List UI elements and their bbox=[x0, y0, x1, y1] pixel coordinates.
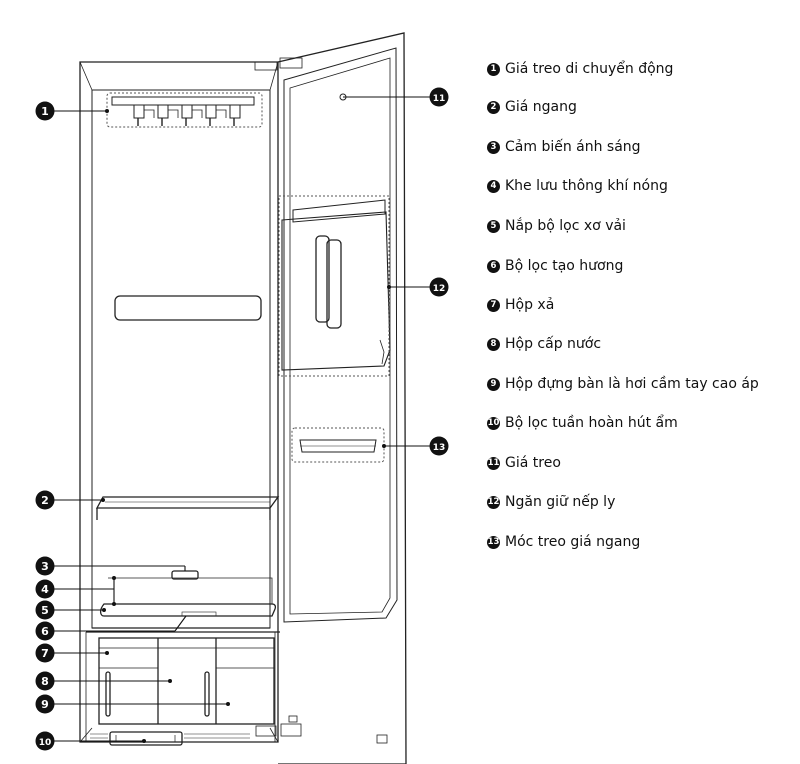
legend-label: Nắp bộ lọc xơ vải bbox=[505, 218, 626, 234]
legend-item: 1 Giá treo di chuyển động bbox=[487, 58, 673, 80]
callout-7: 7 bbox=[35, 643, 55, 663]
crease-holder bbox=[278, 195, 391, 377]
callout-6: 6 bbox=[35, 621, 55, 641]
legend-item: 9 Hộp đựng bàn là hơi cầm tay cao áp bbox=[487, 373, 759, 395]
legend-label: Giá treo bbox=[505, 455, 561, 471]
legend-item: 2 Giá ngang bbox=[487, 96, 577, 118]
legend-item: 4 Khe lưu thông khí nóng bbox=[487, 175, 668, 197]
leader-dots bbox=[101, 109, 391, 743]
legend-item: 6 Bộ lọc tạo hương bbox=[487, 255, 623, 277]
legend-label: Giá ngang bbox=[505, 99, 577, 115]
callout-11: 11 bbox=[429, 87, 449, 107]
legend-badge: 6 bbox=[487, 259, 500, 273]
callout-12: 12 bbox=[429, 277, 449, 297]
legend-label: Bộ lọc tuần hoàn hút ẩm bbox=[505, 415, 678, 431]
legend-item: 8 Hộp cấp nước bbox=[487, 333, 601, 355]
svg-text:5: 5 bbox=[41, 604, 49, 617]
callout-4: 4 bbox=[35, 579, 55, 599]
callout-2: 2 bbox=[35, 490, 55, 510]
legend-item: 12 Ngăn giữ nếp ly bbox=[487, 491, 615, 513]
svg-text:12: 12 bbox=[433, 284, 446, 294]
svg-text:1: 1 bbox=[41, 105, 49, 118]
dehumidifier-filter bbox=[90, 731, 250, 746]
svg-text:9: 9 bbox=[41, 698, 49, 711]
svg-text:2: 2 bbox=[41, 494, 49, 507]
cabinet-body bbox=[79, 61, 280, 743]
shelf bbox=[95, 496, 280, 520]
callout-1: 1 bbox=[35, 101, 55, 121]
svg-text:8: 8 bbox=[41, 675, 49, 688]
svg-text:13: 13 bbox=[433, 443, 446, 453]
shelf-hook bbox=[291, 427, 385, 463]
legend-label: Hộp cấp nước bbox=[505, 336, 602, 352]
callout-3: 3 bbox=[35, 556, 55, 576]
legend-badge: 2 bbox=[487, 100, 500, 114]
svg-text:10: 10 bbox=[39, 738, 52, 748]
legend-item: 13 Móc treo giá ngang bbox=[487, 531, 640, 553]
legend-item: 11 Giá treo bbox=[487, 452, 561, 474]
callout-9: 9 bbox=[35, 694, 55, 714]
svg-text:3: 3 bbox=[41, 560, 49, 573]
legend-label: Hộp đựng bàn là hơi cầm tay cao áp bbox=[505, 376, 759, 392]
legend-badge: 13 bbox=[487, 535, 500, 549]
legend-label: Hộp xả bbox=[505, 297, 555, 313]
legend-item: 10 Bộ lọc tuần hoàn hút ẩm bbox=[487, 412, 678, 434]
legend-badge: 11 bbox=[487, 456, 500, 470]
legend-badge: 1 bbox=[487, 62, 500, 76]
legend-badge: 8 bbox=[487, 337, 500, 351]
moving-hanger bbox=[106, 92, 263, 128]
svg-text:4: 4 bbox=[41, 583, 49, 596]
legend-badge: 3 bbox=[487, 140, 500, 154]
callout-8: 8 bbox=[35, 671, 55, 691]
leader-lines bbox=[47, 96, 430, 742]
legend-badge: 12 bbox=[487, 495, 500, 509]
legend-label: Khe lưu thông khí nóng bbox=[505, 178, 668, 194]
svg-text:11: 11 bbox=[433, 94, 446, 104]
interior-plate bbox=[114, 295, 262, 321]
legend-badge: 5 bbox=[487, 219, 500, 233]
legend-item: 5 Nắp bộ lọc xơ vải bbox=[487, 215, 626, 237]
hinges bbox=[254, 57, 388, 744]
legend-label: Giá treo di chuyển động bbox=[505, 61, 674, 77]
air-vent bbox=[99, 577, 277, 617]
legend-label: Móc treo giá ngang bbox=[505, 534, 641, 550]
callout-13: 13 bbox=[429, 436, 449, 456]
legend-item: 7 Hộp xả bbox=[487, 294, 554, 316]
callout-5: 5 bbox=[35, 600, 55, 620]
legend-badge: 4 bbox=[487, 179, 500, 193]
callout-10: 10 bbox=[35, 731, 55, 751]
legend-label: Bộ lọc tạo hương bbox=[505, 258, 624, 274]
legend-label: Cảm biến ánh sáng bbox=[505, 139, 641, 155]
legend-badge: 9 bbox=[487, 377, 500, 391]
legend-label: Ngăn giữ nếp ly bbox=[505, 494, 616, 510]
legend-badge: 7 bbox=[487, 298, 500, 312]
door bbox=[277, 32, 407, 764]
legend-badge: 10 bbox=[487, 416, 500, 430]
legend-item: 3 Cảm biến ánh sáng bbox=[487, 136, 641, 158]
svg-text:7: 7 bbox=[41, 647, 49, 660]
callout-badges: 1 2 3 4 5 6 7 8 9 10 11 12 13 bbox=[35, 87, 449, 751]
svg-text:6: 6 bbox=[41, 625, 49, 638]
